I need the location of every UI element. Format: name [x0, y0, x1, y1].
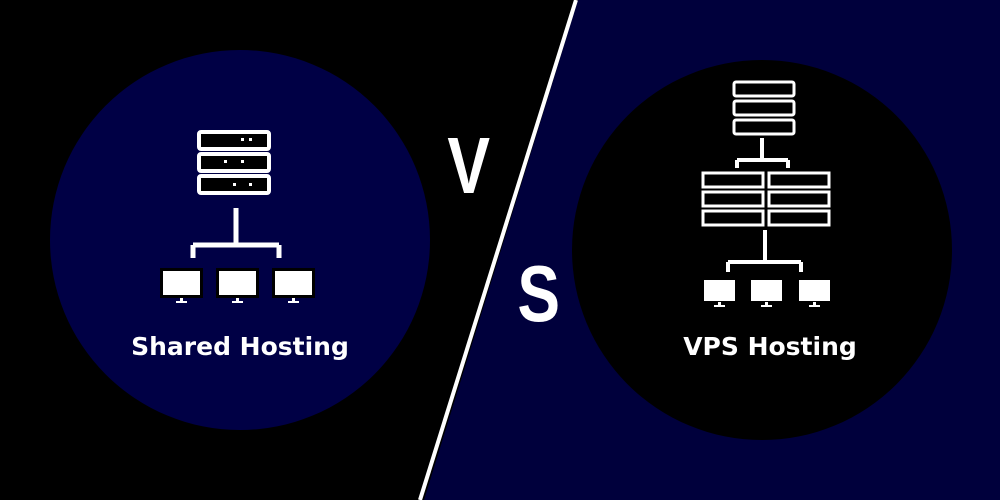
- divider-line: [418, 0, 578, 500]
- shared-hosting-label: Shared Hosting: [131, 332, 349, 361]
- versus-s: S: [517, 249, 561, 338]
- versus-v: V: [447, 121, 491, 210]
- server-icon: [732, 80, 796, 136]
- monitor-icons: [704, 280, 830, 307]
- vps-hosting-diagram: [701, 80, 831, 307]
- network-connector: [190, 208, 282, 258]
- vps-hosting-label: VPS Hosting: [683, 332, 857, 361]
- shared-hosting-circle: [50, 50, 430, 430]
- network-connector: [726, 230, 803, 272]
- virtual-server-icons: [701, 171, 831, 227]
- server-icon: [197, 130, 271, 195]
- shared-hosting-diagram: [160, 130, 315, 303]
- monitor-icons: [160, 268, 315, 303]
- vps-hosting-circle: [572, 60, 952, 440]
